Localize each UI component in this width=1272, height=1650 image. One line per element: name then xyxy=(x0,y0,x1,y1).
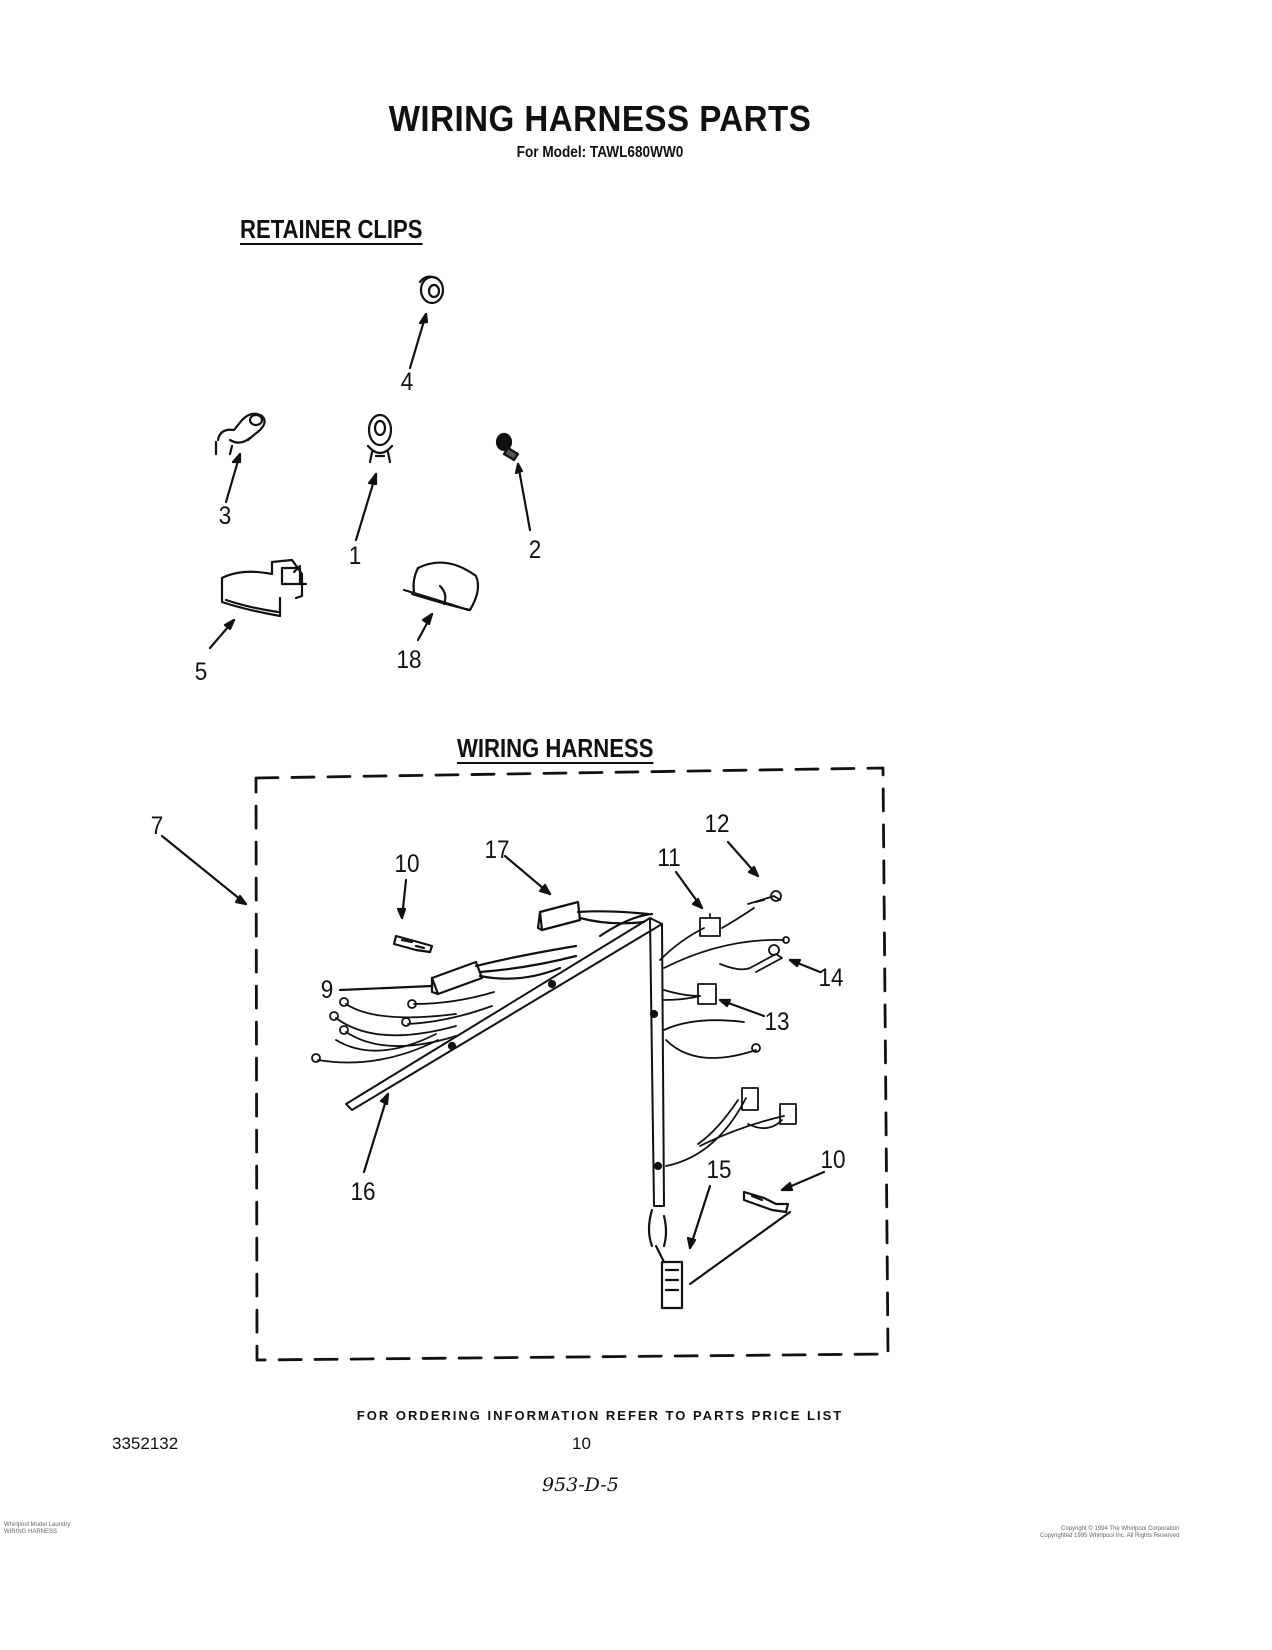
leader-2 xyxy=(516,462,532,532)
part-5-clip xyxy=(220,558,308,618)
arrow-4 xyxy=(418,312,429,325)
right-branch-wires xyxy=(659,890,790,1059)
arrow-15 xyxy=(686,1236,697,1250)
callout-9: 9 xyxy=(320,976,334,1004)
arrow-3 xyxy=(231,452,242,464)
callout-4: 4 xyxy=(400,368,414,396)
arrow-10-upper xyxy=(396,907,407,920)
callout-16: 16 xyxy=(350,1178,376,1206)
fine-print-left: Whirlpool Model Laundry WIRING HARNESS xyxy=(4,1522,71,1535)
document-number: 3352132 xyxy=(112,1434,179,1453)
callout-10-lower: 10 xyxy=(820,1146,846,1174)
callout-10-upper: 10 xyxy=(394,850,420,878)
leader-9 xyxy=(338,984,434,992)
arrow-16 xyxy=(379,1092,390,1106)
callout-5: 5 xyxy=(194,658,208,686)
harness-loose-wires xyxy=(311,991,495,1064)
callout-1: 1 xyxy=(348,542,362,570)
arrow-12 xyxy=(747,865,760,878)
callout-3: 3 xyxy=(218,502,232,530)
terminal-10-lower xyxy=(688,1190,792,1286)
arrow-2 xyxy=(514,462,524,475)
arrow-7 xyxy=(234,894,248,906)
arrow-10-lower xyxy=(780,1181,794,1192)
part-18-clip xyxy=(402,561,480,612)
callout-17: 17 xyxy=(484,836,510,864)
connector-15 xyxy=(647,1208,684,1310)
ordering-note: FOR ORDERING INFORMATION REFER TO PARTS … xyxy=(356,1408,844,1423)
connector-9 xyxy=(430,944,578,996)
arrow-17 xyxy=(538,883,552,896)
arrow-1 xyxy=(367,472,378,486)
part-3-clip xyxy=(214,412,266,456)
callout-7: 7 xyxy=(150,812,164,840)
part-4-clip xyxy=(418,275,445,305)
model-subtitle: For Model: TAWL680WW0 xyxy=(516,144,684,161)
callout-13: 13 xyxy=(764,1008,790,1036)
arrow-5 xyxy=(223,618,236,631)
arrow-14 xyxy=(788,958,802,968)
callout-12: 12 xyxy=(704,810,730,838)
leader-16 xyxy=(362,1092,390,1174)
callout-11: 11 xyxy=(657,844,681,872)
fine-print-right: Copyright © 1994 The Whirlpool Corporati… xyxy=(1040,1526,1180,1539)
lower-right-connectors xyxy=(665,1087,797,1167)
part-2-clip xyxy=(495,432,520,462)
harness-frame xyxy=(254,766,890,1362)
arrow-11 xyxy=(691,897,704,910)
leader-1 xyxy=(354,472,378,542)
leader-7 xyxy=(160,834,248,906)
harness-trunk xyxy=(345,912,665,1207)
leader-15 xyxy=(688,1184,712,1250)
callout-2: 2 xyxy=(528,536,542,564)
callout-18: 18 xyxy=(396,646,422,674)
retainer-clips-heading: RETAINER CLIPS xyxy=(240,214,423,244)
wiring-harness-heading: WIRING HARNESS xyxy=(457,733,654,763)
page-title: WIRING HARNESS PARTS xyxy=(388,98,812,139)
page-number: 10 xyxy=(572,1434,591,1453)
handwritten-code: 953-D-5 xyxy=(542,1474,619,1496)
callout-15: 15 xyxy=(706,1156,732,1184)
arrow-13 xyxy=(718,998,732,1008)
arrow-18 xyxy=(421,612,434,626)
callout-14: 14 xyxy=(818,964,844,992)
terminal-10-upper xyxy=(392,934,434,954)
connector-17 xyxy=(536,900,650,932)
part-1-clip xyxy=(366,413,394,464)
